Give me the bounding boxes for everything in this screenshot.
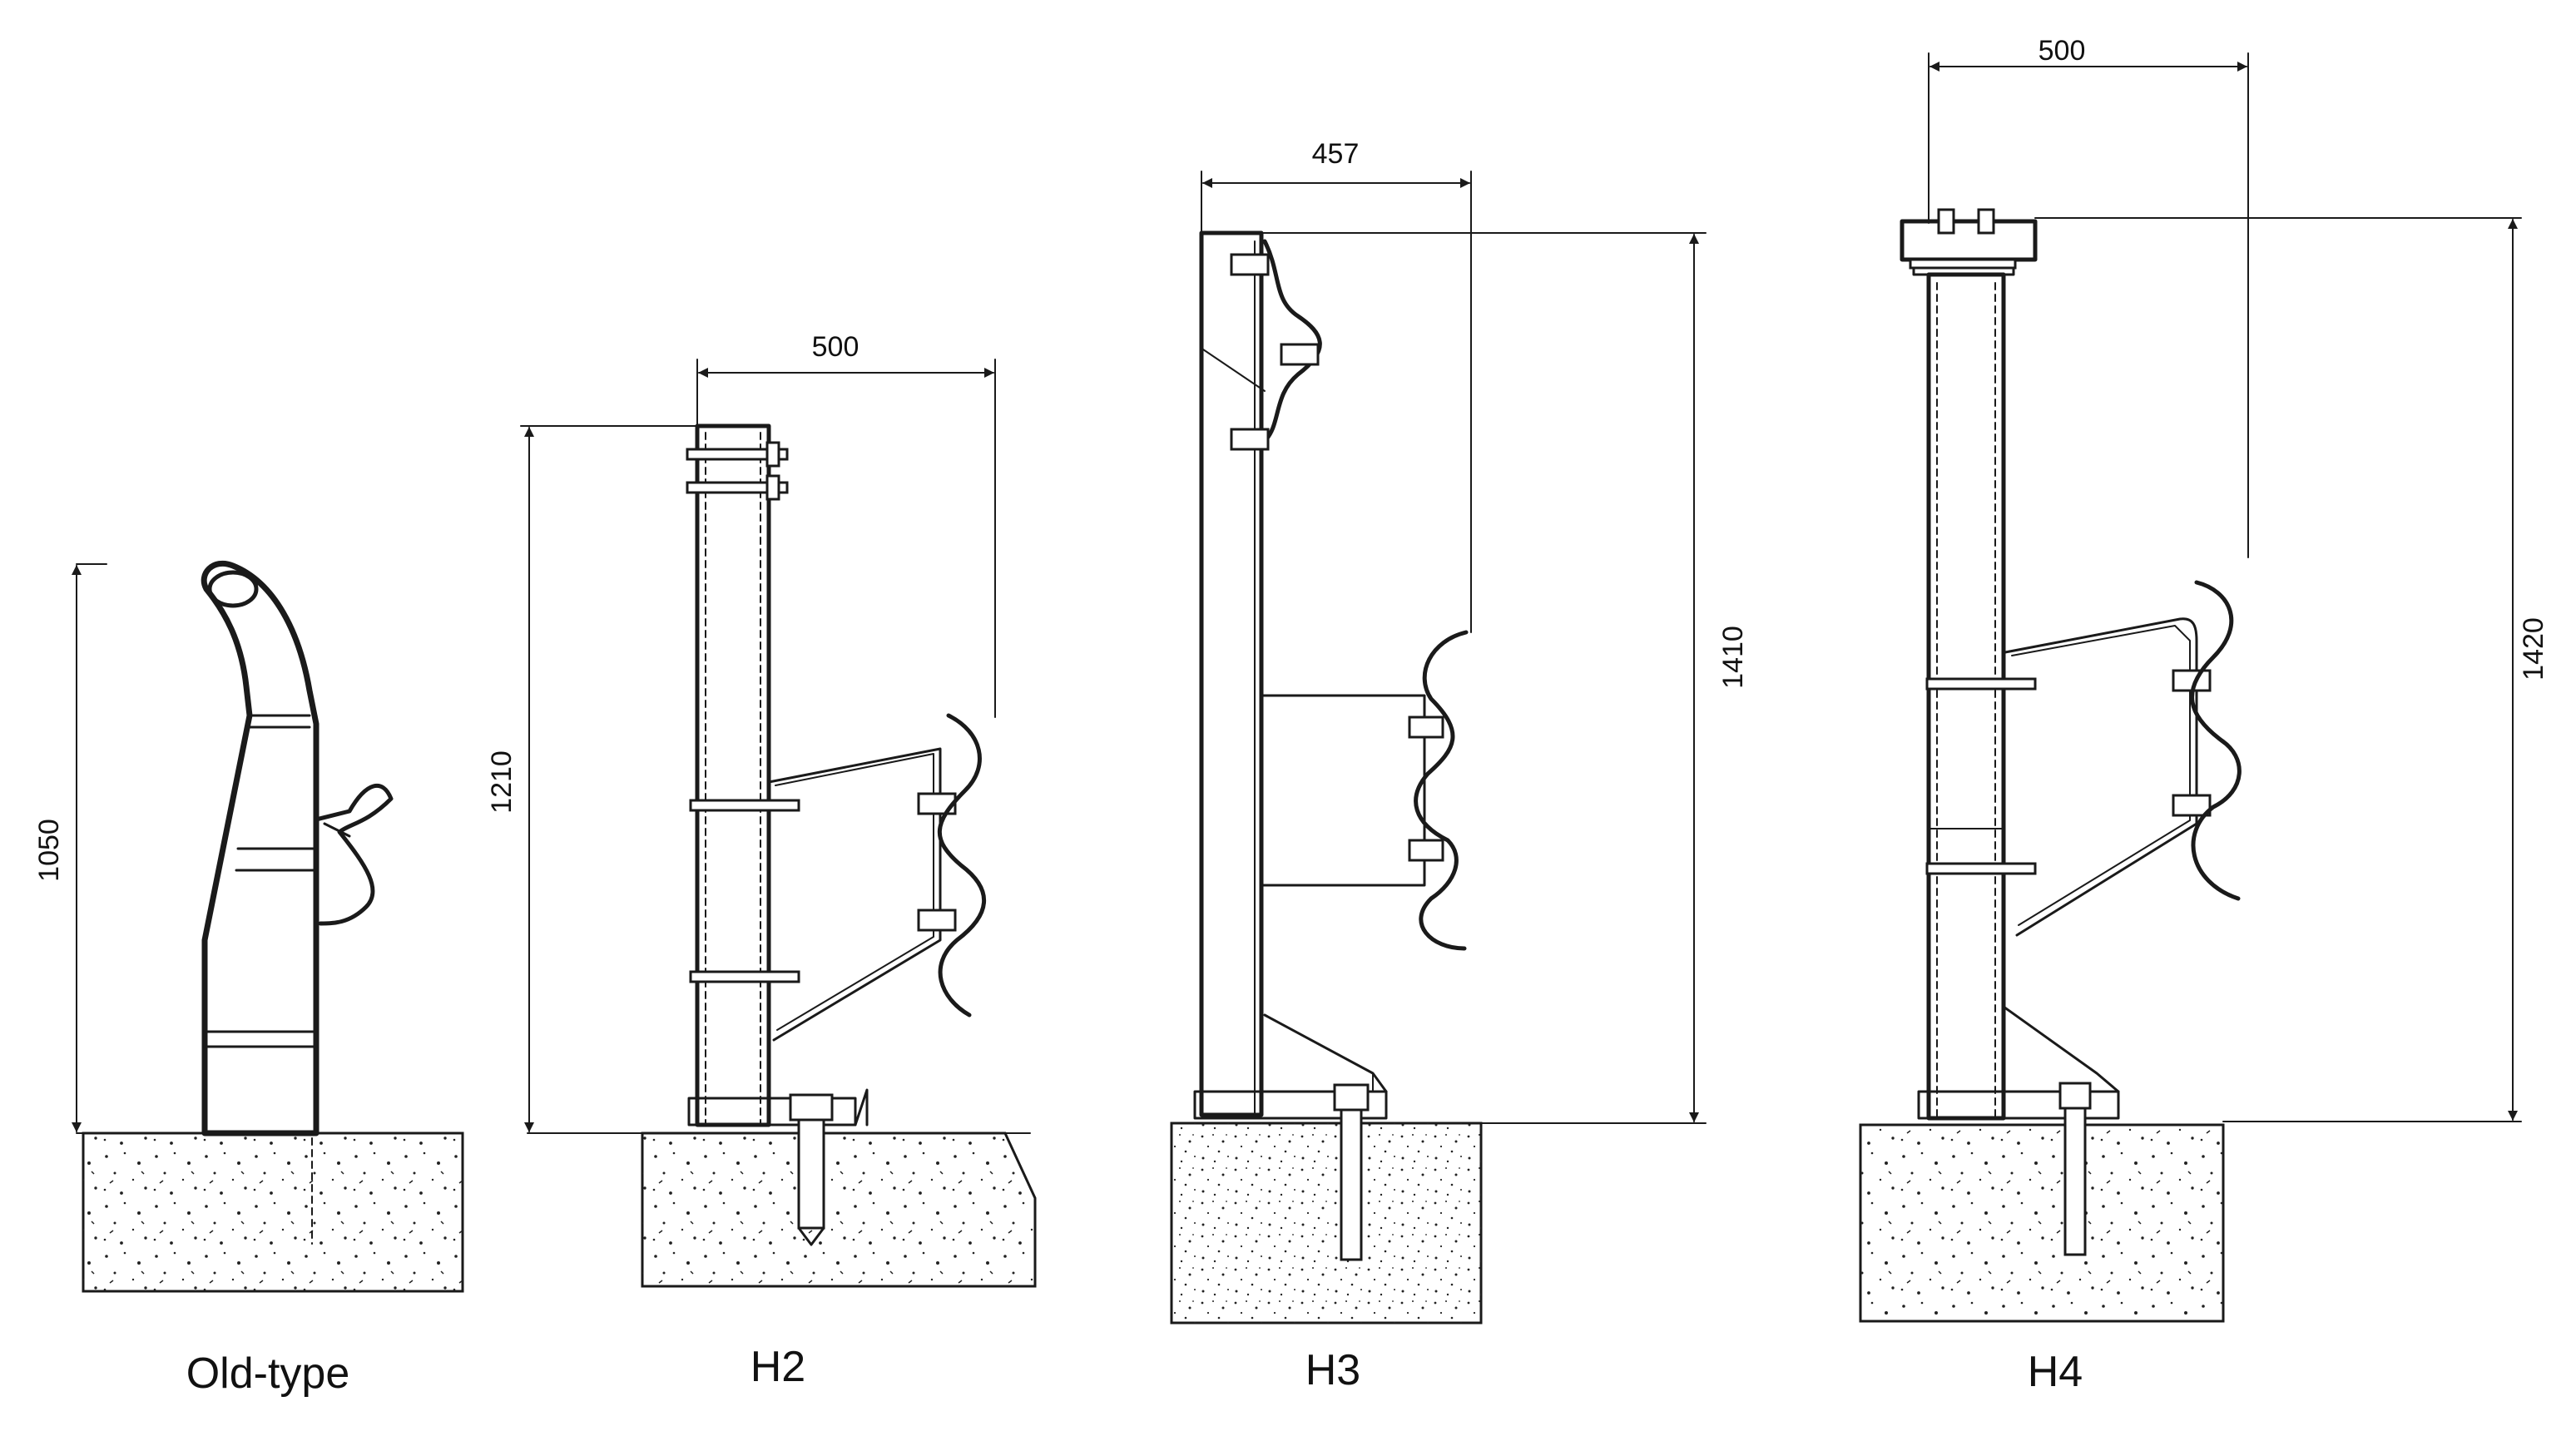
h2-top-bolts [686, 441, 789, 501]
h4-bracket [1925, 617, 2212, 937]
height-dimension: 1410 [1261, 232, 1749, 1124]
h3-bracket [1260, 694, 1444, 887]
h4-w-beam-rail [2190, 580, 2242, 901]
foundation-block [82, 1132, 464, 1293]
anchor-bolt [789, 1093, 834, 1246]
old-type-rail [314, 783, 394, 926]
old-type-post [201, 560, 320, 1136]
foundation-block [1859, 1123, 2225, 1323]
figure-h3: 457 1410 H3 [1170, 138, 1749, 1394]
width-label: 500 [2039, 35, 2086, 67]
caption: H3 [1305, 1346, 1360, 1394]
h3-top-rail [1202, 239, 1322, 468]
figure-h2: 500 1210 H2 [486, 331, 1037, 1391]
caption: Old-type [186, 1349, 350, 1398]
width-label: 457 [1312, 138, 1360, 170]
h3-w-beam-rail [1414, 630, 1469, 951]
h2-bracket [689, 747, 957, 1042]
width-dimension: 500 [696, 331, 996, 718]
height-label: 1210 [486, 750, 518, 814]
height-dimension: 1210 [486, 425, 698, 1132]
figure-h4: 500 1420 H4 [1859, 35, 2549, 1396]
height-label: 1420 [2518, 617, 2549, 681]
height-dimension: 1420 [2034, 217, 2549, 1122]
height-label: 1410 [1717, 626, 1749, 689]
height-label: 1050 [33, 819, 65, 882]
figure-old-type: 1050 Old-type [33, 560, 464, 1398]
anchor-bolt [1333, 1083, 1370, 1261]
anchor-bolt [2058, 1082, 2092, 1256]
caption: H4 [2028, 1348, 2083, 1396]
width-dimension: 457 [1201, 138, 1472, 633]
foundation-block [527, 1132, 1037, 1288]
foundation-block [1170, 1122, 1483, 1325]
h2-post [687, 423, 869, 1127]
height-dimension: 1050 [33, 563, 107, 1134]
h4-top-cap [1900, 208, 2038, 276]
h2-w-beam-rail [937, 713, 986, 1018]
h4-post [1917, 272, 2120, 1121]
caption: H2 [751, 1343, 805, 1391]
width-dimension: 500 [1928, 35, 2249, 558]
h3-post [1193, 230, 1388, 1120]
width-label: 500 [812, 331, 859, 363]
